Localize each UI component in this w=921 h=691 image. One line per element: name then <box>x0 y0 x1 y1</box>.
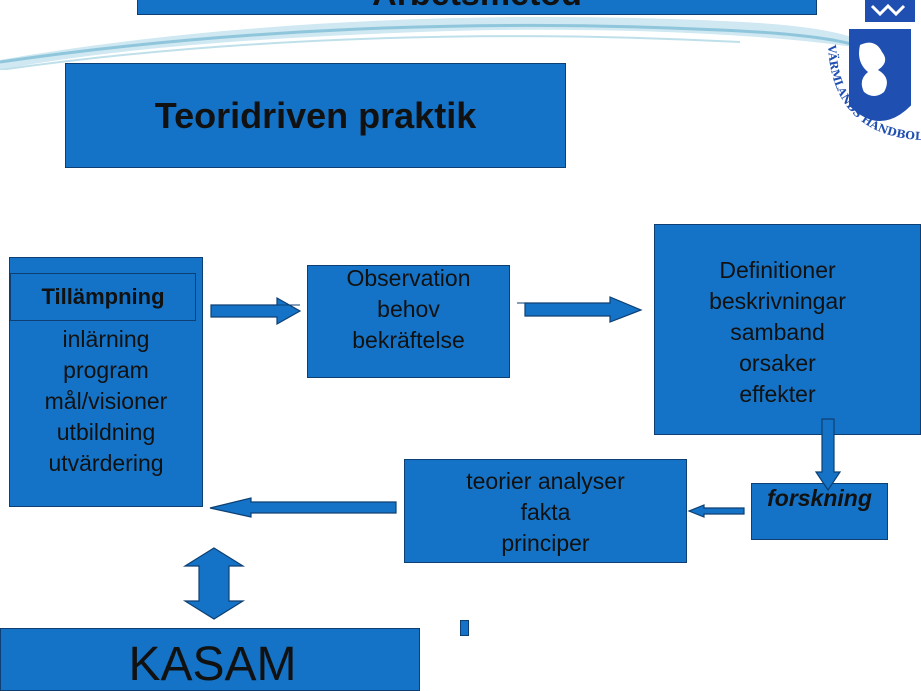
theories-item: teorier analyser <box>466 468 625 494</box>
application-box: Tillämpning inlärning program mål/vision… <box>9 257 203 507</box>
small-marker <box>460 620 469 636</box>
application-list: inlärning program mål/visioner utbildnin… <box>10 324 202 479</box>
research-label: forskning <box>767 485 872 511</box>
definitions-box: Definitioner beskrivningar samband orsak… <box>654 224 921 435</box>
definitions-item: orsaker <box>739 350 816 376</box>
observation-item: bekräftelse <box>352 327 465 353</box>
observation-item: behov <box>377 296 440 322</box>
arrow-right-icon <box>524 296 643 323</box>
observation-item: Observation <box>346 265 471 291</box>
observation-box: Observation behov bekräftelse <box>307 265 510 378</box>
title-box: Teoridriven praktik <box>65 63 566 168</box>
definitions-item: Definitioner <box>719 257 836 283</box>
application-item: utbildning <box>56 419 156 445</box>
club-logo: VÄRMLANDS HANDBOLL <box>820 0 921 143</box>
definitions-item: samband <box>730 319 825 345</box>
arrow-left-icon <box>687 504 745 518</box>
definitions-item: beskrivningar <box>709 288 846 314</box>
research-box: forskning <box>751 483 888 540</box>
double-arrow-icon <box>182 547 246 620</box>
kasam-box: KASAM <box>0 628 420 691</box>
application-item: utvärdering <box>48 450 164 476</box>
top-title: Arbetsmetod <box>138 0 816 11</box>
theories-item: principer <box>501 530 590 556</box>
application-item: inlärning <box>62 326 150 352</box>
application-item: program <box>63 357 149 383</box>
top-title-box: Arbetsmetod <box>137 0 817 15</box>
application-item: mål/visioner <box>44 388 168 414</box>
definitions-item: effekter <box>739 381 816 407</box>
header-swoosh <box>0 16 860 70</box>
arrow-left-icon <box>209 497 397 518</box>
application-heading-box: Tillämpning <box>10 273 196 321</box>
arrow-down-icon <box>814 418 842 492</box>
page-title: Teoridriven praktik <box>154 95 477 136</box>
application-heading: Tillämpning <box>41 284 165 309</box>
theories-box: teorier analyser fakta principer <box>404 459 687 563</box>
theories-item: fakta <box>520 499 571 525</box>
kasam-label: KASAM <box>128 638 297 691</box>
arrow-right-icon <box>210 296 302 326</box>
